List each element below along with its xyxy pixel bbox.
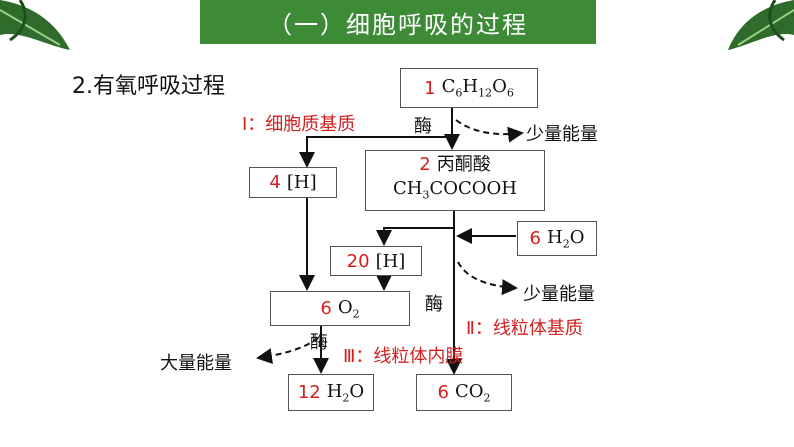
co2-formula: CO2 [454,380,491,405]
palm-leaf-icon-right [728,0,794,50]
stage1-label: Ⅰ：细胞质基质 [242,114,356,135]
enzyme3-label: 酶 [310,332,328,353]
energy-large-label: 大量能量 [160,353,232,374]
stage3-label: Ⅲ：线粒体内膜 [343,346,464,367]
glucose-formula: C6H12O6 [441,76,514,100]
water-out-number: 12 [297,382,321,403]
pyruvate-name: 丙酮酸 [436,154,491,176]
palm-leaf-icon-left [0,0,70,50]
oxygen-box: 6 O2 [270,291,410,326]
water-out-box: 12 H2O [288,374,374,411]
h20-text: [H] [375,250,406,272]
oxygen-number: 6 [320,298,332,319]
pyruvate-formula: CH3COCOOH [393,178,517,202]
energy-small-1-label: 少量能量 [526,124,598,145]
glucose-box: 1 C6H12O6 [400,68,538,108]
energy-small-2-label: 少量能量 [523,284,595,305]
enzyme2-label: 酶 [425,294,443,315]
h4-box: 4 [H] [249,167,337,198]
water-out-formula: H2O [326,380,365,405]
h4-text: [H] [286,172,317,193]
water-in-formula: H2O [546,226,585,251]
page-title: （一）细胞呼吸的过程 [200,0,596,44]
enzyme1-label: 酶 [414,116,432,137]
water-in-number: 6 [529,228,541,249]
glucose-number: 1 [424,77,436,99]
stage2-label: Ⅱ：线粒体基质 [466,318,583,339]
water-in-box: 6 H2O [517,221,597,256]
co2-box: 6 CO2 [416,374,512,411]
section-heading: 2.有氧呼吸过程 [72,74,225,99]
h4-number: 4 [269,172,281,193]
co2-number: 6 [437,382,449,403]
h20-box: 20 [H] [330,246,422,276]
oxygen-formula: O2 [337,296,360,321]
pyruvate-number: 2 [419,154,431,176]
h20-number: 20 [346,250,370,272]
